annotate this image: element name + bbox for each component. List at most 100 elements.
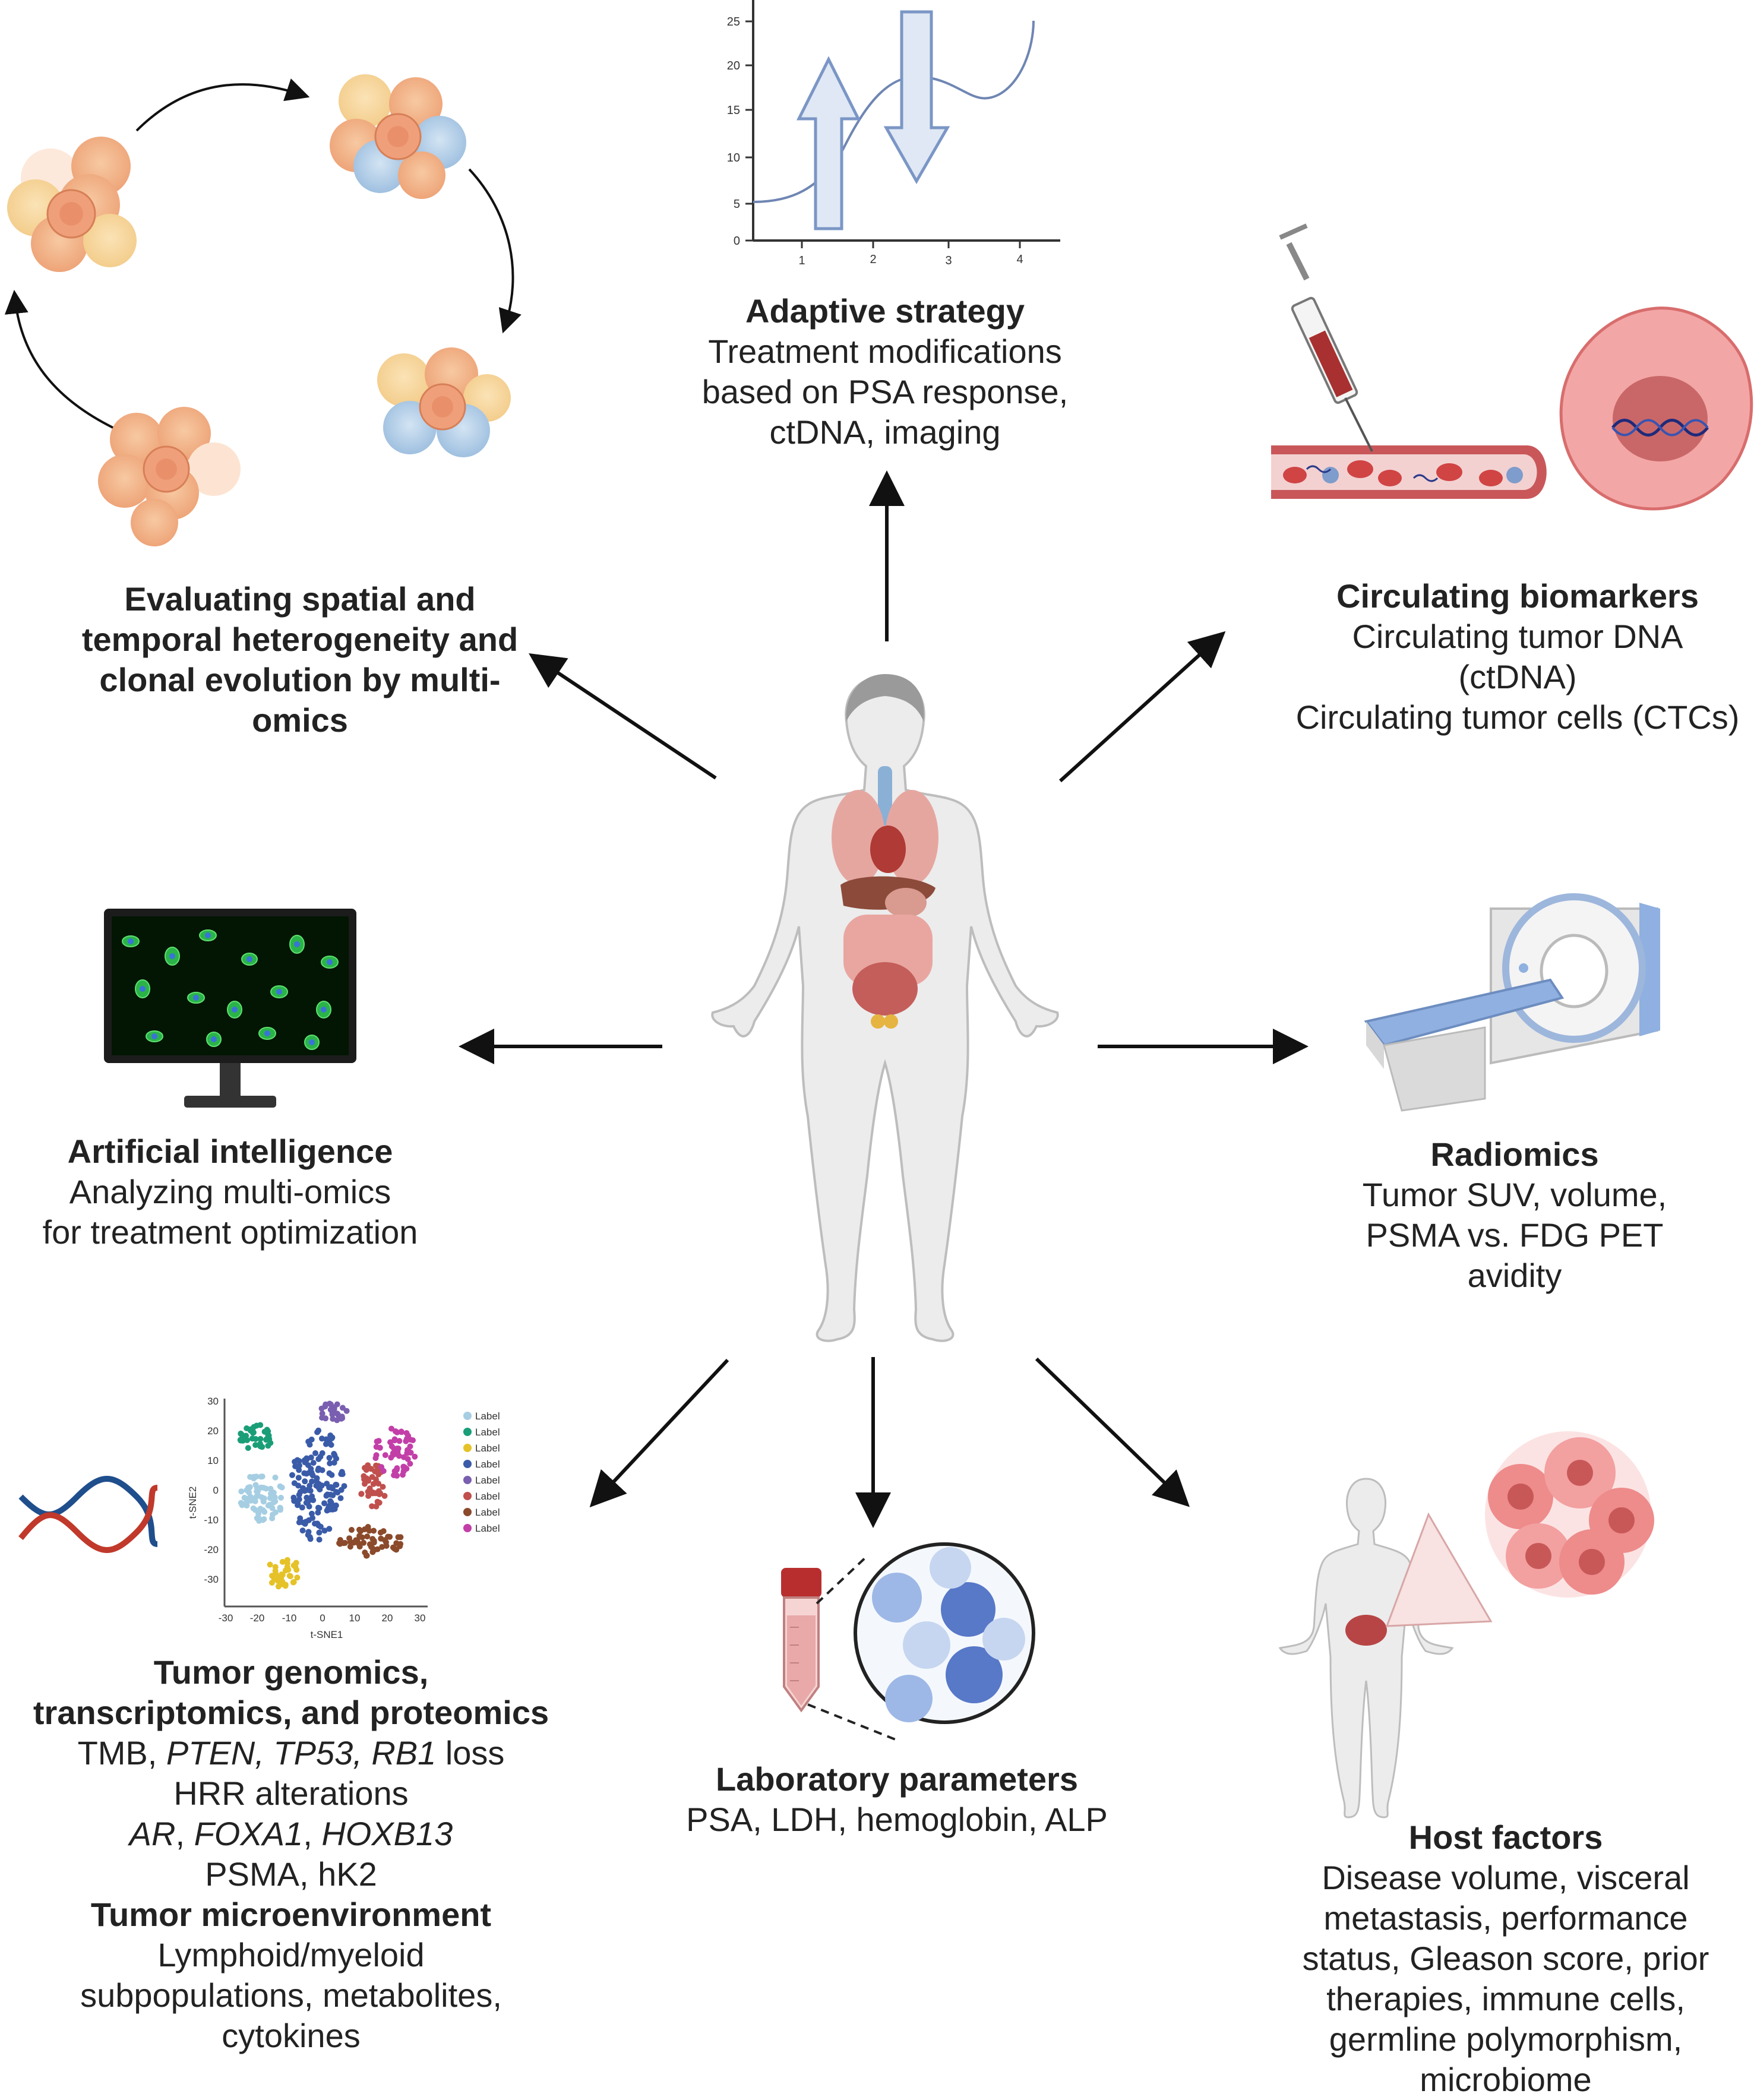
monitor-icon [104, 909, 356, 1108]
radiomics-line: avidity [1467, 1257, 1562, 1294]
tsne-point [366, 1527, 372, 1534]
legend-swatch [463, 1428, 472, 1436]
tsne-xtick: 10 [349, 1612, 361, 1624]
tsne-point [316, 1536, 323, 1543]
tsne-point [383, 1539, 389, 1545]
legend-swatch [463, 1492, 472, 1500]
tsne-point [333, 1482, 339, 1488]
tsne-point [396, 1453, 402, 1459]
tsne-point [335, 1412, 342, 1418]
genomics-genes-line: TMB, PTEN, TP53, RB1 loss [77, 1734, 505, 1772]
tsne-point [264, 1427, 270, 1433]
tsne-point [237, 1437, 244, 1443]
radiomics-line: Tumor SUV, volume, [1362, 1176, 1667, 1213]
tsne-point [276, 1577, 282, 1583]
adaptive-ytick: 25 [727, 15, 740, 29]
cell-cluster-icon [377, 347, 511, 457]
host-line: status, Gleason score, prior [1302, 1940, 1709, 1977]
host-text: Host factors Disease volume, visceral me… [1259, 1817, 1752, 2100]
tsne-point [368, 1544, 374, 1550]
syringe-icon [1279, 223, 1373, 452]
tsne-ytick: -30 [204, 1574, 219, 1585]
tsne-point [364, 1533, 371, 1540]
tsne-point [312, 1520, 318, 1527]
tsne-point [369, 1503, 375, 1510]
tsne-xtick: 20 [382, 1612, 393, 1624]
cell-cluster-icon [330, 74, 466, 199]
host-title: Host factors [1408, 1818, 1603, 1856]
tsne-point [290, 1494, 297, 1501]
tsne-point [267, 1485, 274, 1492]
tsne-point [261, 1516, 267, 1522]
blood-vessel-illustration [1271, 445, 1547, 499]
tsne-point [269, 1573, 275, 1579]
tsne-ytick: 20 [207, 1425, 219, 1437]
tsne-point [407, 1460, 413, 1467]
tsne-point [238, 1488, 245, 1495]
adaptive-ytick: 10 [727, 151, 740, 165]
tsne-point [292, 1463, 299, 1469]
tsne-xtick: 30 [415, 1612, 426, 1624]
tsne-point [282, 1567, 289, 1574]
tsne-point [325, 1505, 331, 1511]
arrow-to-genomics [589, 1358, 729, 1508]
tsne-point [380, 1484, 386, 1490]
radiomics-line: PSMA vs. FDG PET [1366, 1216, 1664, 1254]
tsne-point [376, 1491, 383, 1497]
tsne-point [412, 1453, 418, 1460]
tsne-point [272, 1567, 279, 1574]
tsne-point [328, 1472, 335, 1478]
tsne-point [319, 1467, 325, 1473]
tsne-point [310, 1460, 317, 1466]
tsne-ytick: 10 [207, 1455, 219, 1466]
tsne-xtick: -20 [250, 1612, 265, 1624]
tme-title: Tumor microenvironment [90, 1896, 492, 1933]
arrow-to-host [1035, 1357, 1190, 1507]
host-line: microbiome [1420, 2061, 1592, 2098]
tsne-point [315, 1509, 321, 1516]
tsne-point [272, 1509, 279, 1516]
tsne-point [392, 1470, 399, 1477]
tsne-point [253, 1494, 260, 1500]
tsne-point [403, 1438, 409, 1444]
cycle-arrow [468, 168, 522, 334]
tsne-point [407, 1443, 413, 1450]
tsne-point [267, 1561, 273, 1568]
tsne-point [363, 1552, 369, 1559]
tsne-point [338, 1415, 345, 1422]
tsne-point [328, 1435, 335, 1441]
tsne-point [305, 1532, 311, 1538]
tsne-point [238, 1500, 244, 1506]
tsne-point [397, 1534, 404, 1541]
tsne-point [392, 1428, 399, 1434]
adaptive-line: ctDNA, imaging [769, 413, 1001, 451]
tsne-point [244, 1495, 250, 1502]
adaptive-xtick: 1 [798, 254, 805, 267]
genomics-ar-line: AR, FOXA1, HOXB13 [129, 1815, 453, 1852]
tsne-point [361, 1526, 368, 1533]
radiomics-text: Radiomics Tumor SUV, volume, PSMA vs. FD… [1289, 1134, 1740, 1296]
tsne-point [299, 1527, 306, 1534]
tsne-point [327, 1460, 333, 1466]
circulating-text: Circulating biomarkers Circulating tumor… [1265, 576, 1754, 738]
tumor-cluster-icon [1485, 1431, 1654, 1598]
genomics-title: Tumor genomics, [153, 1653, 429, 1691]
heterogeneity-line: temporal heterogeneity and [81, 621, 519, 658]
tsne-point [401, 1465, 407, 1471]
tsne-point [339, 1471, 346, 1478]
tsne-point [295, 1475, 302, 1481]
cycle-arrow [135, 78, 310, 132]
tsne-point [333, 1502, 339, 1508]
adaptive-text: Adaptive strategy Treatment modification… [653, 291, 1117, 453]
cycle-arrow [4, 290, 113, 429]
tsne-point [295, 1502, 301, 1508]
tme-line: cytokines [222, 2017, 361, 2054]
tsne-point [316, 1529, 323, 1536]
tsne-point [329, 1409, 336, 1415]
tsne-point [403, 1430, 410, 1436]
lab-text: Laboratory parameters PSA, LDH, hemoglob… [641, 1759, 1152, 1840]
tsne-point [291, 1480, 298, 1487]
tsne-point [290, 1579, 296, 1586]
clonal-evolution-illustration [4, 74, 522, 546]
